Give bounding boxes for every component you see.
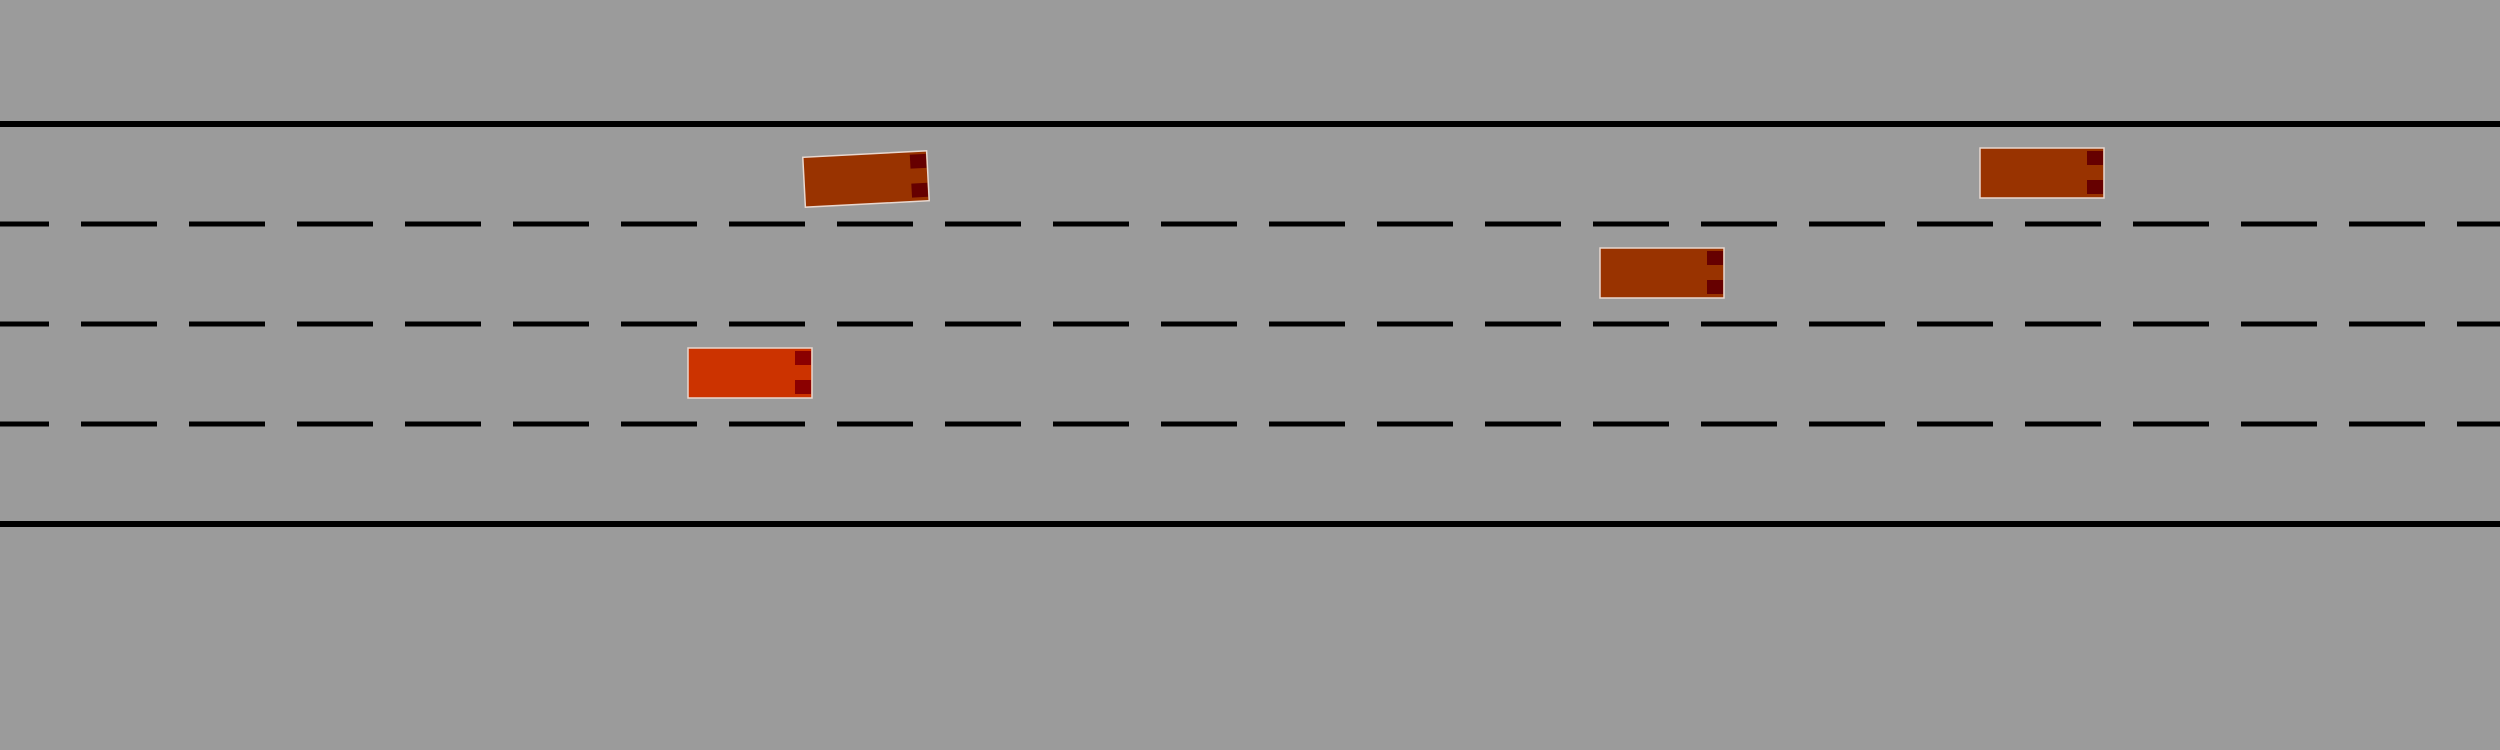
vehicle-body [1599, 247, 1725, 299]
headlight-left [909, 153, 927, 169]
vehicle-body [687, 347, 813, 399]
vehicle-body [1979, 147, 2105, 199]
other-vehicle-3 [1979, 147, 2105, 199]
headlight-left [2087, 151, 2103, 165]
vehicle-body [801, 150, 931, 208]
headlight-left [1707, 251, 1723, 265]
headlight-right [795, 380, 811, 394]
headlight-right [911, 182, 929, 198]
ego-vehicle [687, 347, 813, 399]
headlight-left [795, 351, 811, 365]
headlight-right [2087, 180, 2103, 194]
other-vehicle-1 [801, 150, 931, 208]
headlight-right [1707, 280, 1723, 294]
other-vehicle-2 [1599, 247, 1725, 299]
